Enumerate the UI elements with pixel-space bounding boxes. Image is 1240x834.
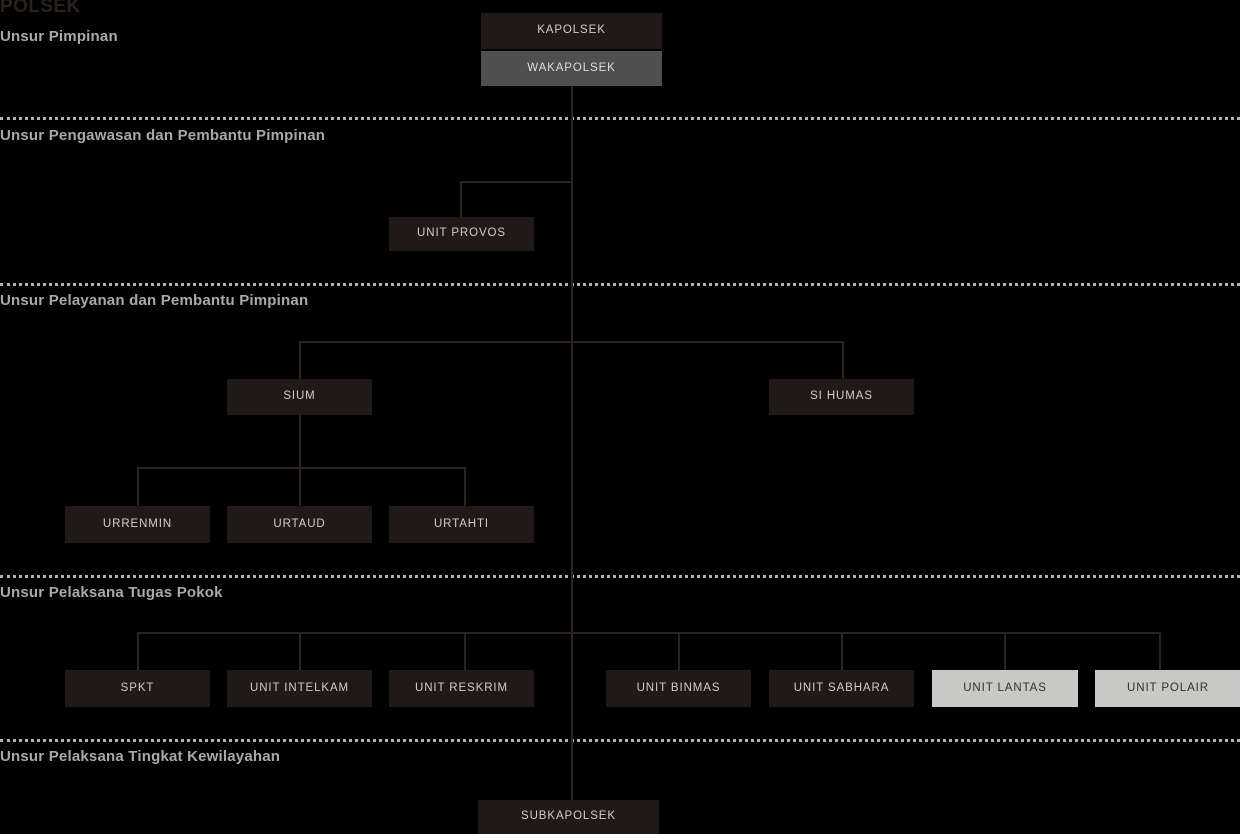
section-label-unsur-pelayanan-dan-pembantu-pimpinan: Unsur Pelayanan dan Pembantu Pimpinan	[0, 292, 309, 309]
connector-pelayanan-bar	[299, 341, 844, 343]
node-wakapolsek[interactable]: WAKAPOLSEK	[481, 51, 662, 86]
connector-urtaud-drop	[299, 467, 301, 506]
connector-binmas-drop	[678, 632, 680, 670]
connector-pelaksana-bar	[137, 632, 1161, 634]
section-divider-4	[0, 739, 1240, 742]
connector-sium-stem	[299, 415, 301, 467]
connector-reskrim-drop	[464, 632, 466, 670]
node-unit-polair[interactable]: UNIT POLAIR	[1095, 670, 1240, 707]
section-label-unsur-pelaksana-tugas-pokok: Unsur Pelaksana Tugas Pokok	[0, 584, 223, 601]
section-label-unsur-pimpinan: Unsur Pimpinan	[0, 28, 118, 45]
node-si-humas[interactable]: SI HUMAS	[769, 379, 914, 415]
trunk-line-main	[571, 86, 573, 800]
node-unit-reskrim[interactable]: UNIT RESKRIM	[389, 670, 534, 707]
connector-sihumas-drop	[842, 341, 844, 379]
connector-sium-children-bar	[137, 467, 466, 469]
node-unit-lantas[interactable]: UNIT LANTAS	[932, 670, 1078, 707]
connector-provos-drop	[460, 181, 462, 221]
section-divider-2	[0, 283, 1240, 286]
page-title: POLSEK	[0, 0, 81, 17]
connector-intelkam-drop	[299, 632, 301, 670]
node-unit-intelkam[interactable]: UNIT INTELKAM	[227, 670, 372, 707]
connector-urrenmin-drop	[137, 467, 139, 506]
connector-polair-drop	[1159, 632, 1161, 670]
connector-sabhara-drop	[841, 632, 843, 670]
node-urtahti[interactable]: URTAHTI	[389, 506, 534, 543]
node-spkt[interactable]: SPKT	[65, 670, 210, 707]
section-divider-1	[0, 117, 1240, 120]
node-sium[interactable]: SIUM	[227, 379, 372, 415]
node-urtaud[interactable]: URTAUD	[227, 506, 372, 543]
section-label-unsur-pengawasan-dan-pembantu-pimpinan: Unsur Pengawasan dan Pembantu Pimpinan	[0, 127, 326, 144]
connector-provos-horizontal	[460, 181, 573, 183]
connector-urtahti-drop	[464, 467, 466, 506]
node-unit-sabhara[interactable]: UNIT SABHARA	[769, 670, 914, 707]
connector-spkt-drop	[137, 632, 139, 670]
connector-lantas-drop	[1004, 632, 1006, 670]
node-kapolsek[interactable]: KAPOLSEK	[481, 13, 662, 49]
connector-sium-drop	[299, 341, 301, 379]
section-divider-3	[0, 575, 1240, 578]
node-urrenmin[interactable]: URRENMIN	[65, 506, 210, 543]
node-subkapolsek[interactable]: SUBKAPOLSEK	[478, 800, 659, 834]
section-label-unsur-pelaksana-tingkat-kewilayahan: Unsur Pelaksana Tingkat Kewilayahan	[0, 748, 281, 765]
node-unit-binmas[interactable]: UNIT BINMAS	[606, 670, 751, 707]
node-unit-provos[interactable]: UNIT PROVOS	[389, 217, 534, 251]
